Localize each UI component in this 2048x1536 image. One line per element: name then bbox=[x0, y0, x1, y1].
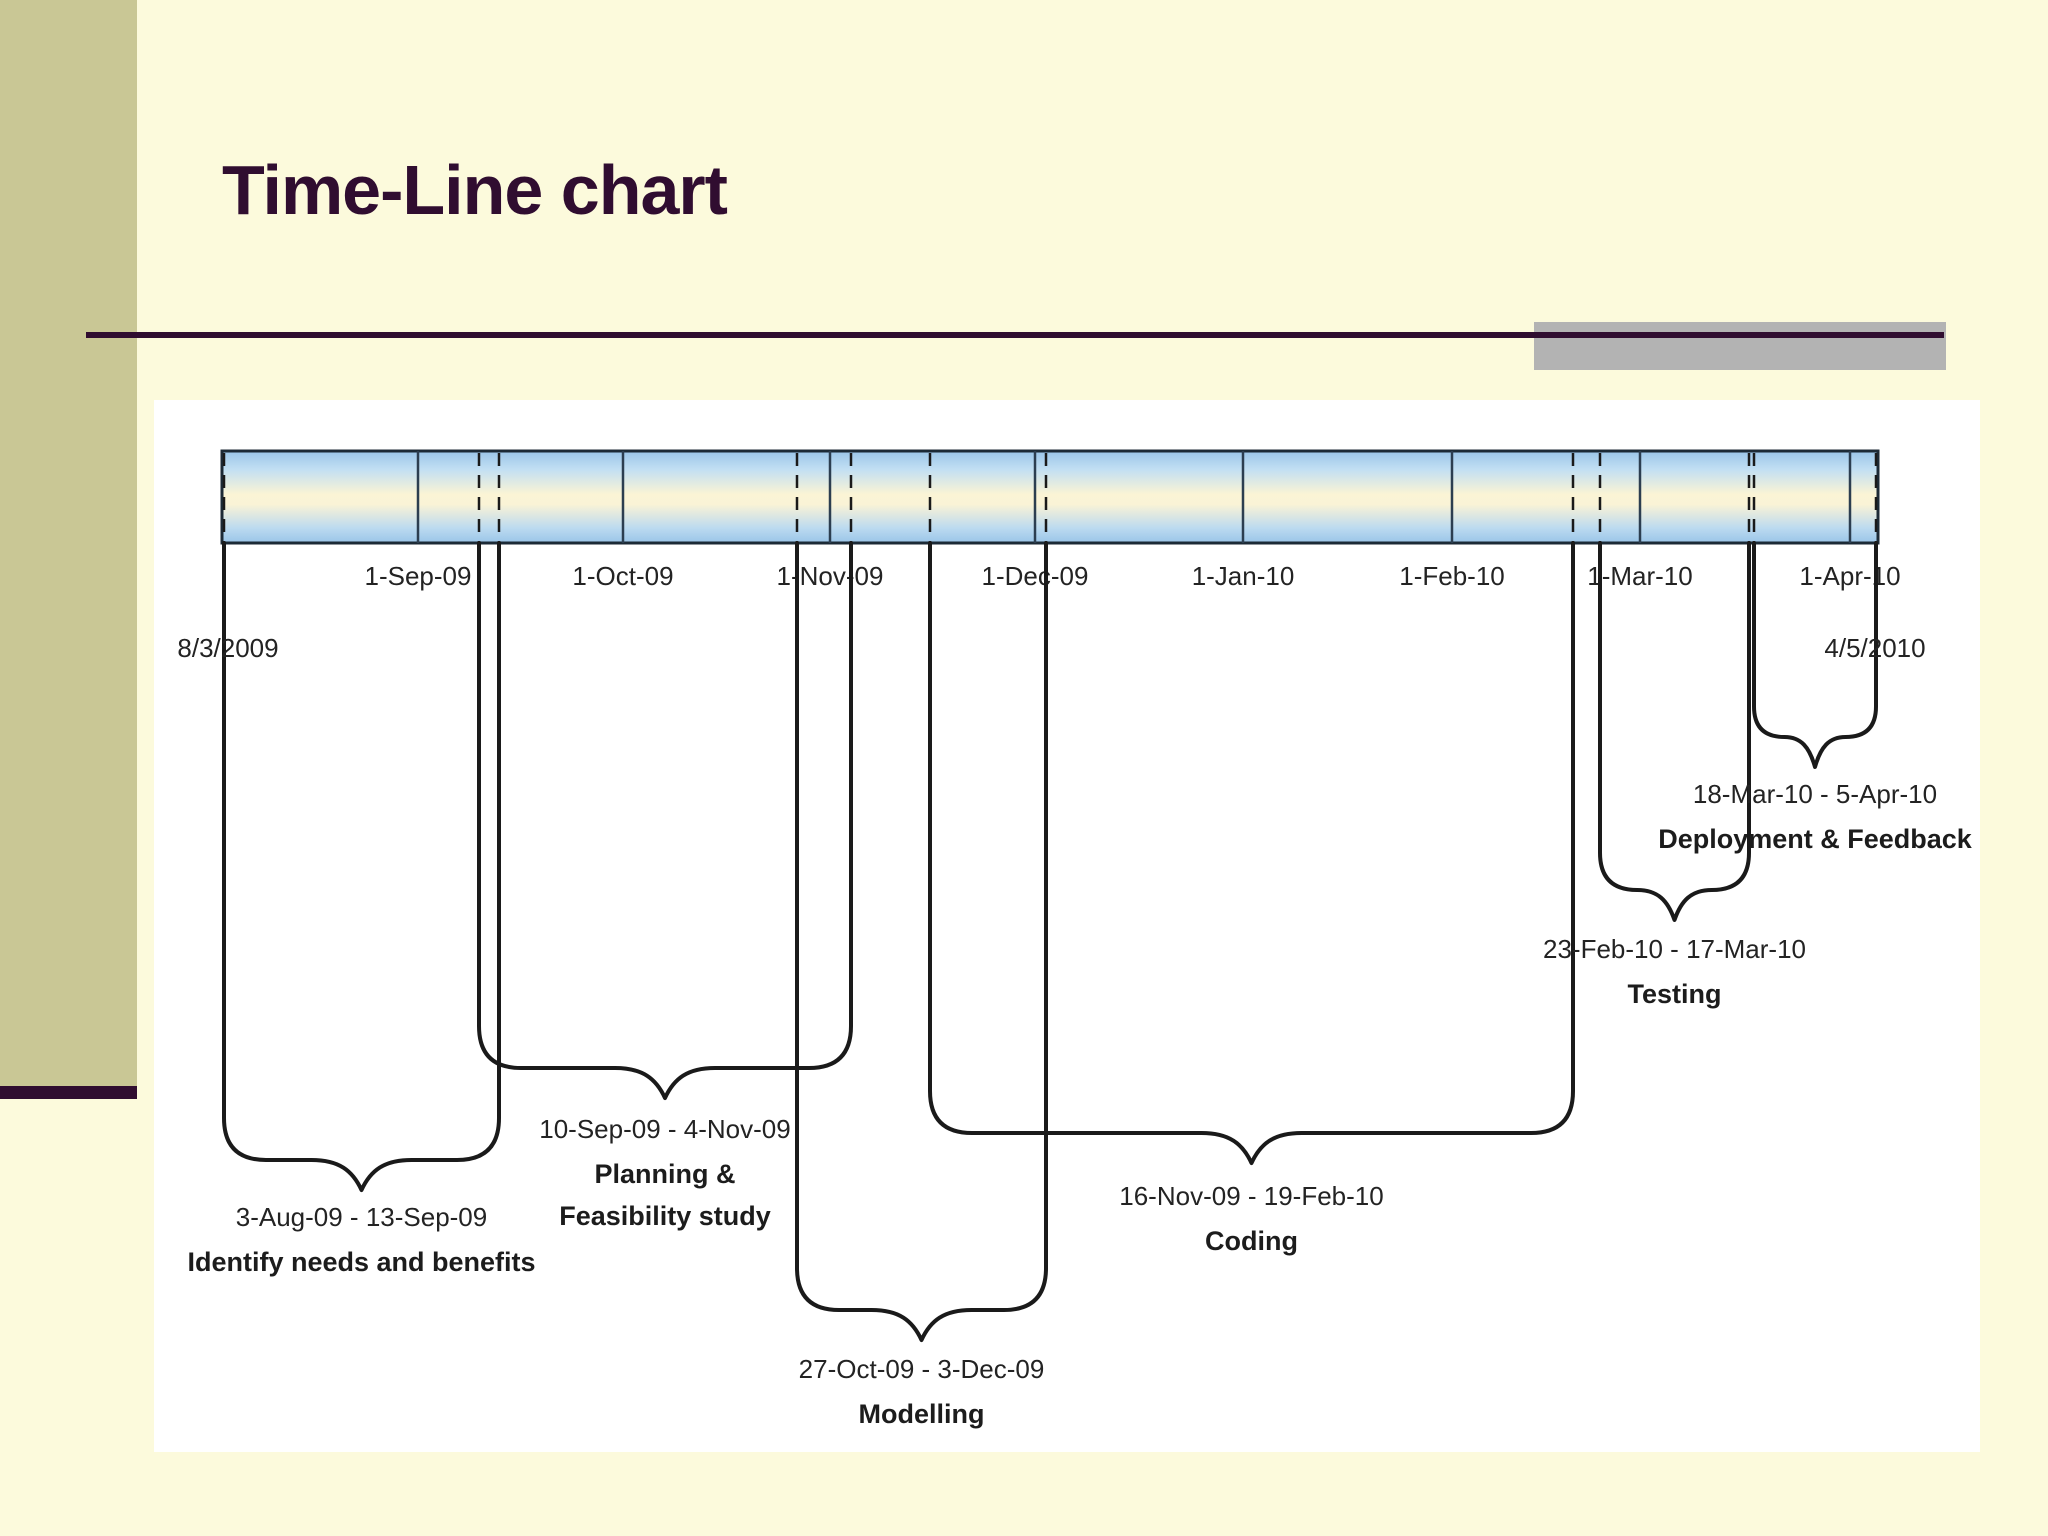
month-label: 1-Feb-10 bbox=[1399, 561, 1505, 591]
task-name: Identify needs and benefits bbox=[187, 1247, 535, 1277]
task-brace bbox=[477, 541, 853, 1100]
task-date-range: 10-Sep-09 - 4-Nov-09 bbox=[539, 1114, 790, 1144]
end-date-label: 4/5/2010 bbox=[1824, 633, 1925, 663]
sidebar-accent-bar bbox=[0, 0, 137, 1086]
task-date-range: 18-Mar-10 - 5-Apr-10 bbox=[1693, 779, 1937, 809]
title-underline bbox=[86, 332, 1944, 338]
start-date-label: 8/3/2009 bbox=[177, 633, 278, 663]
page-title: Time-Line chart bbox=[222, 151, 728, 229]
task-date-range: 16-Nov-09 - 19-Feb-10 bbox=[1119, 1181, 1383, 1211]
title-underline-highlight bbox=[1534, 322, 1946, 370]
task-date-range: 27-Oct-09 - 3-Dec-09 bbox=[799, 1354, 1045, 1384]
month-label: 1-Apr-10 bbox=[1799, 561, 1900, 591]
chart-panel bbox=[154, 400, 1980, 1452]
task-brace bbox=[928, 541, 1575, 1165]
task-name: Testing bbox=[1628, 979, 1722, 1009]
timeline-bar bbox=[220, 449, 1880, 545]
task-date-range: 3-Aug-09 - 13-Sep-09 bbox=[236, 1202, 487, 1232]
task-date-range: 23-Feb-10 - 17-Mar-10 bbox=[1543, 934, 1806, 964]
task-name: Modelling bbox=[859, 1399, 985, 1429]
month-label: 1-Jan-10 bbox=[1192, 561, 1295, 591]
task-brace bbox=[1752, 541, 1878, 769]
task-brace bbox=[1598, 541, 1751, 922]
month-label: 1-Nov-09 bbox=[777, 561, 884, 591]
month-label: 1-Sep-09 bbox=[365, 561, 472, 591]
task-name: Feasibility study bbox=[559, 1201, 771, 1231]
task-brace bbox=[795, 541, 1048, 1342]
task-name: Deployment & Feedback bbox=[1658, 824, 1973, 854]
task-name: Coding bbox=[1205, 1226, 1298, 1256]
sidebar-accent-footer bbox=[0, 1086, 137, 1099]
month-label: 1-Oct-09 bbox=[572, 561, 673, 591]
task-brace bbox=[222, 541, 501, 1192]
task-name: Planning & bbox=[595, 1159, 736, 1189]
month-label: 1-Dec-09 bbox=[982, 561, 1089, 591]
month-label: 1-Mar-10 bbox=[1587, 561, 1692, 591]
